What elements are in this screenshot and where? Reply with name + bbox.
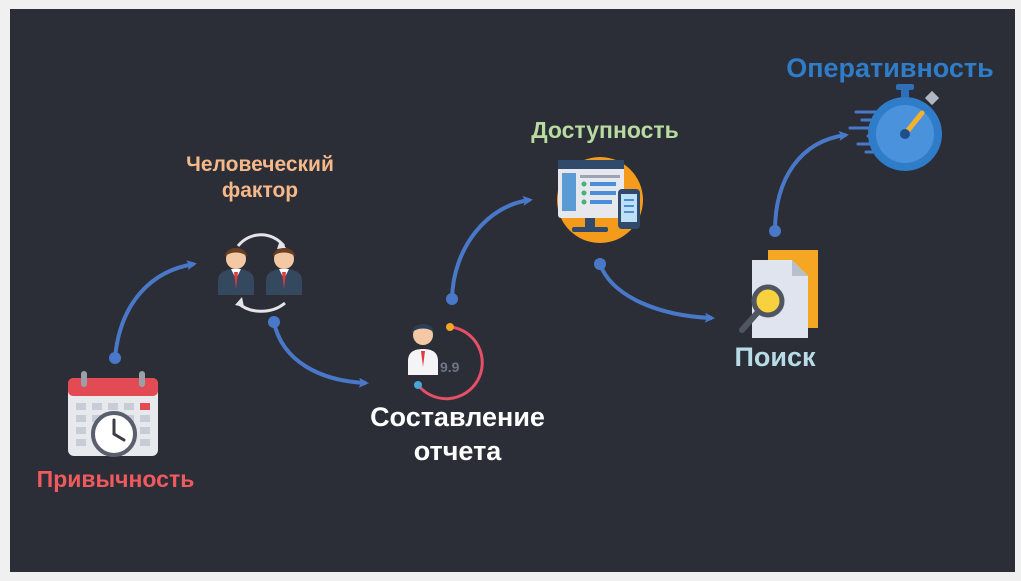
report-value-text: 9.9 (440, 359, 460, 375)
connector-human-report (268, 316, 369, 388)
document-search-icon (739, 250, 818, 338)
label-report: Составление отчета (350, 401, 565, 469)
label-report-line2: отчета (413, 435, 502, 466)
person-report-icon: 9.9 (408, 323, 484, 401)
label-search: Поиск (734, 342, 816, 372)
calendar-clock-icon (68, 371, 158, 457)
connector-report-access (446, 195, 533, 305)
label-accessibility: Доступность (531, 117, 679, 143)
stopwatch-icon (848, 84, 942, 171)
people-exchange-icon (218, 233, 302, 313)
connector-search-speed (769, 130, 849, 237)
label-human-factor-line1: Человеческий (186, 153, 334, 176)
label-efficiency: Оперативность (786, 53, 994, 83)
label-human-factor: Человеческий фактор (160, 152, 360, 205)
flow-diagram: 9.9 (68, 84, 942, 457)
label-human-factor-line2: фактор (221, 179, 299, 203)
devices-checklist-icon (557, 157, 643, 243)
connector-access-search (594, 258, 715, 323)
slide: 9.9 (10, 9, 1015, 572)
label-report-line1: Составление (370, 402, 545, 432)
connector-habit-human (109, 260, 197, 364)
label-habit: Привычность (36, 466, 195, 492)
